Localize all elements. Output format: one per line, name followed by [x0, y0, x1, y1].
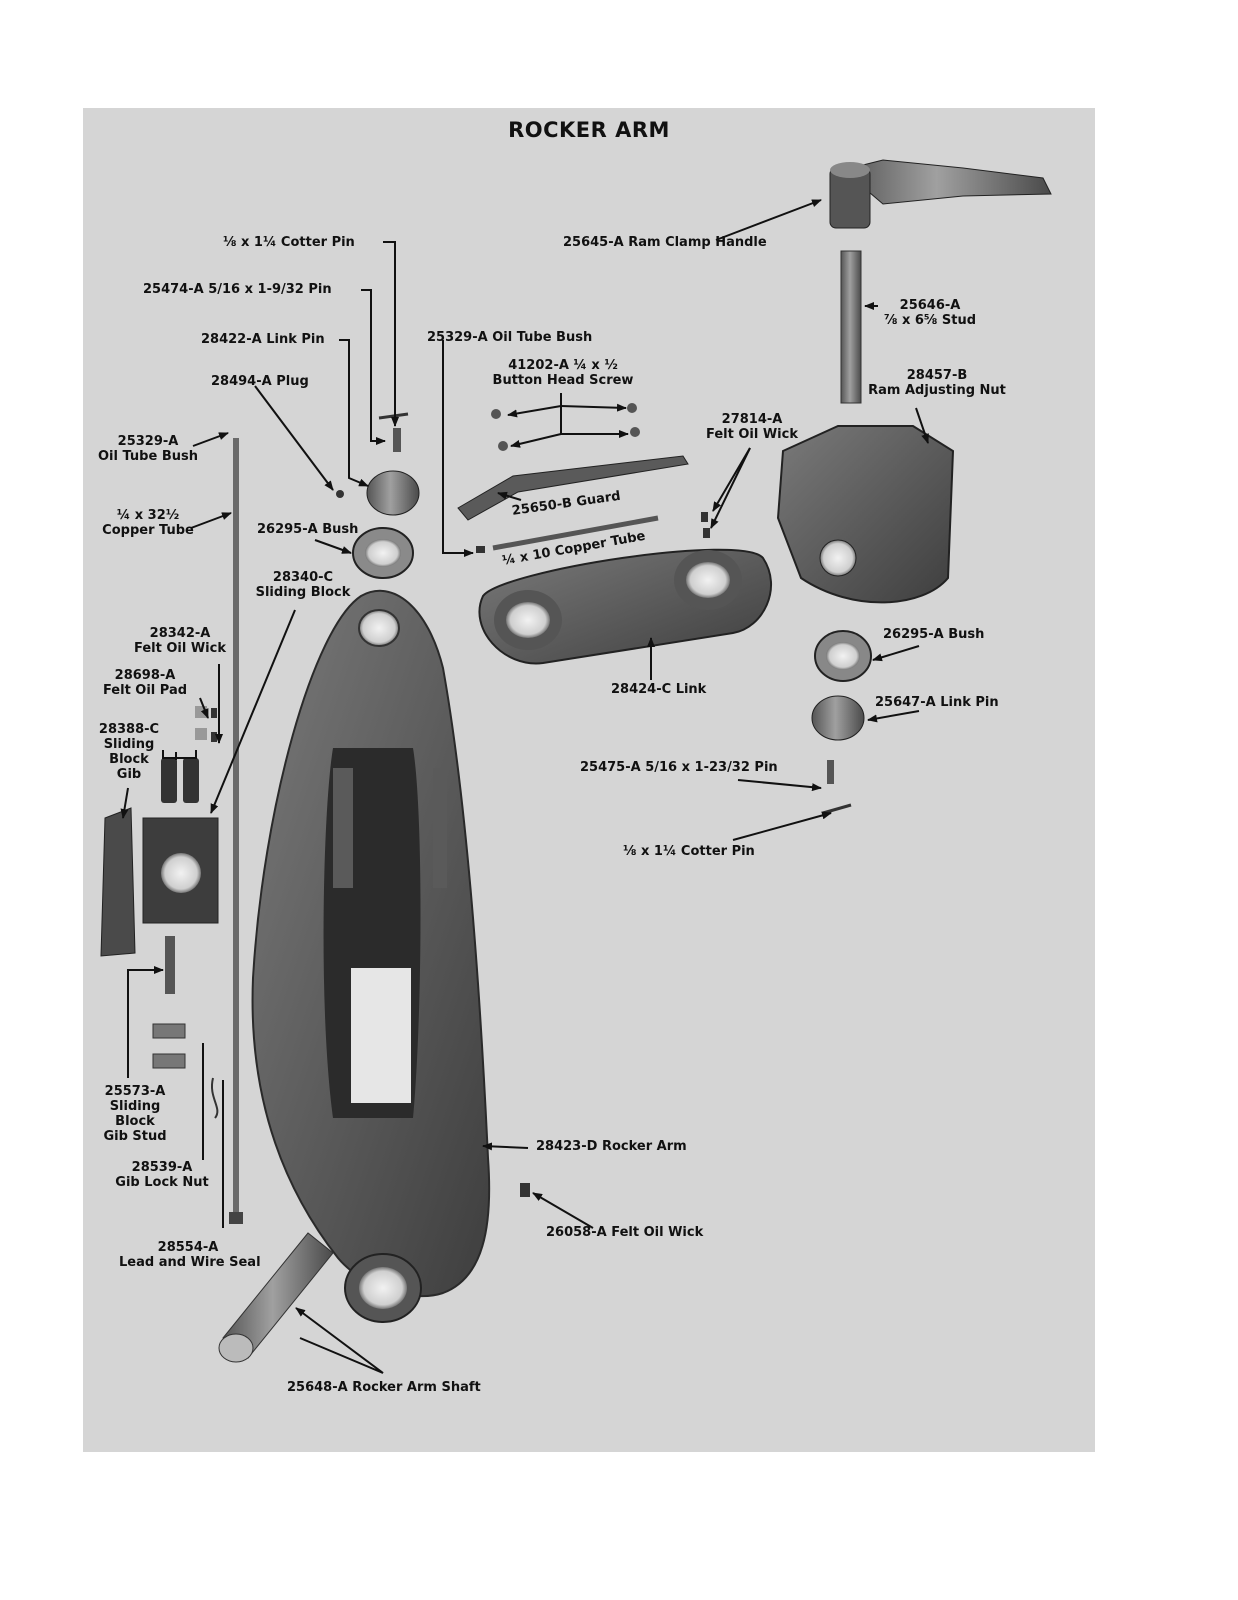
label-link-pin-28422: 28422-A Link Pin	[201, 332, 325, 347]
label-cotter-pin-top: ⅛ x 1¼ Cotter Pin	[223, 235, 355, 250]
label-felt-oil-wick-26058: 26058-A Felt Oil Wick	[546, 1225, 704, 1240]
label-pin-25475: 25475-A 5/16 x 1-23/32 Pin	[580, 760, 778, 775]
label-ram-clamp-handle: 25645-A Ram Clamp Handle	[563, 235, 767, 250]
gib-piece-left	[161, 758, 177, 803]
label-link-28424: 28424-C Link	[611, 682, 707, 697]
pin-right-part	[827, 760, 834, 784]
label-bush-26295-left: 26295-A Bush	[257, 522, 359, 537]
label-cotter-pin-bottom: ⅛ x 1¼ Cotter Pin	[623, 844, 755, 859]
ram-clamp-handle-part	[829, 159, 1052, 229]
link-part	[478, 548, 773, 665]
gib-lock-nut-part	[152, 1023, 186, 1039]
gib-piece-right	[183, 758, 199, 803]
leader-lines	[120, 199, 929, 1374]
ram-adjusting-nut-part	[776, 425, 955, 604]
label-rocker-arm-28423: 28423-D Rocker Arm	[536, 1139, 687, 1154]
short-copper-tube-part	[492, 515, 659, 551]
cotter-pin-top-part	[378, 412, 409, 420]
stud-part	[840, 250, 862, 404]
diagram-title: ROCKER ARM	[508, 118, 670, 142]
long-copper-tube-part	[233, 438, 239, 1218]
label-link-pin-25647: 25647-A Link Pin	[875, 695, 999, 710]
felt-oil-wick-26058-part	[520, 1183, 530, 1197]
label-pin-25474: 25474-A 5/16 x 1-9/32 Pin	[143, 282, 332, 297]
pin-top-part	[393, 428, 401, 452]
lead-wire-seal-part	[210, 1077, 219, 1119]
label-oil-tube-bush-mid: 25329-A Oil Tube Bush	[427, 330, 593, 345]
rocker-arm-part	[251, 589, 491, 1323]
gib-stud-part	[165, 936, 175, 994]
plug-part	[336, 490, 344, 498]
felt-oil-wick-27814-part	[701, 512, 708, 522]
link-pin-right-part	[811, 695, 865, 741]
label-rocker-arm-shaft: 25648-A Rocker Arm Shaft	[287, 1380, 481, 1395]
guard-part	[457, 455, 689, 521]
cotter-pin-bottom-part	[822, 803, 852, 815]
button-head-screws-part	[491, 403, 640, 451]
oil-tube-bush-mid-part	[476, 546, 485, 553]
felt-oil-wick-part	[211, 708, 217, 718]
sliding-block-part	[142, 817, 219, 924]
label-bush-26295-right: 26295-A Bush	[883, 627, 985, 642]
parts-plate: ROCKER ARM	[83, 108, 1095, 1452]
rocker-arm-shaft-part	[218, 1232, 334, 1363]
sliding-block-gib-part	[100, 807, 136, 957]
exploded-view-artwork	[100, 159, 1052, 1374]
link-pin-top-part	[366, 470, 420, 516]
label-plug-28494: 28494-A Plug	[211, 374, 309, 389]
